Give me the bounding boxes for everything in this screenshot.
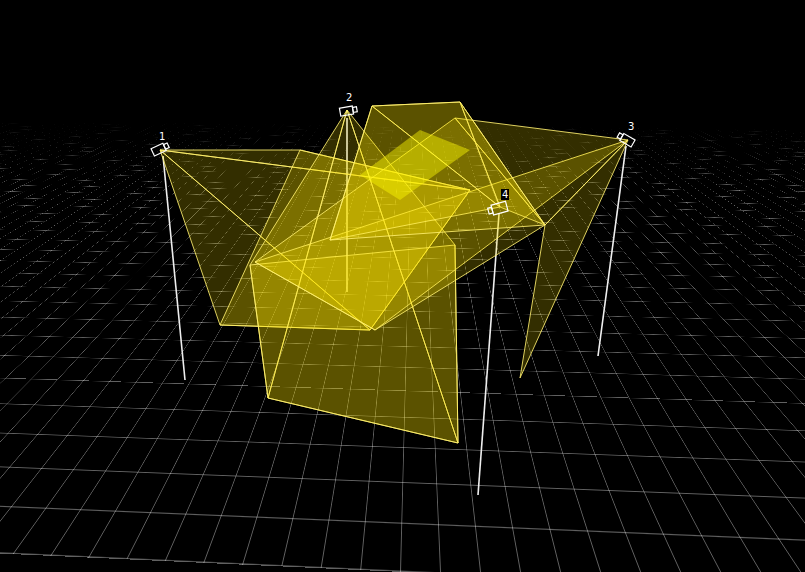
- frustum-faces: [160, 102, 628, 443]
- camera-number: 4: [501, 189, 509, 200]
- camera-icon: [487, 201, 508, 216]
- camera-number: 2: [345, 92, 353, 103]
- camera-icons: [151, 105, 635, 216]
- camera-icon: [339, 105, 357, 116]
- frustum-base: [330, 102, 545, 240]
- frustum-face: [520, 140, 628, 378]
- camera-number: 1: [158, 131, 166, 142]
- camera-icon: [151, 142, 170, 156]
- camera-icon: [616, 132, 635, 147]
- camera-number: 3: [627, 121, 635, 132]
- overlap-highlight: [360, 130, 470, 200]
